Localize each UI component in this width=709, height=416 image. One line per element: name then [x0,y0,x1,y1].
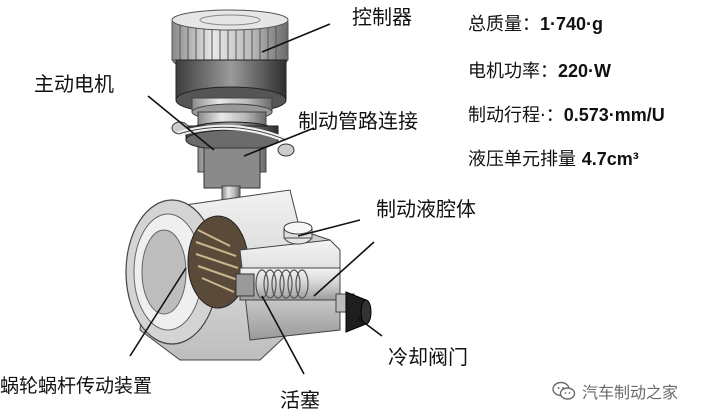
spec-value: 1·740·g [540,14,604,34]
motor-body [171,111,295,189]
watermark-text: 汽车制动之家 [582,383,679,402]
label-brake-chamber: 制动液腔体 [376,197,476,221]
cooling-valve [335,291,372,333]
spec-label: 制动行程·： [468,105,564,126]
spec-label: 电机功率： [468,61,558,82]
spec-value: 0.573·mm/U [563,105,665,125]
watermark: 汽车制动之家 [552,379,678,403]
spec-row-motor-power: 电机功率：220·W [468,62,611,81]
spec-value: 220·W [558,61,612,81]
spec-row-displacement: 液压单元排量 4.7cm³ [468,150,639,169]
label-cooling-valve: 冷却阀门 [388,345,468,369]
label-brake-pipe: 制动管路连接 [298,109,418,133]
spec-value: 4.7cm³ [581,149,639,169]
spec-row-mass: 总质量：1·740·g [468,15,603,34]
label-controller: 控制器 [352,5,412,29]
brake-pipe-bracket [177,124,287,143]
label-piston: 活塞 [280,388,320,412]
label-main-motor: 主动电机 [34,72,114,96]
spec-label: 液压单元排量 [468,149,582,170]
worm-gear [187,215,249,309]
leader-lines [129,23,383,375]
piston-assembly [235,267,341,301]
spec-label: 总质量： [468,14,540,35]
label-worm-gear: 蜗轮蜗杆传动装置 [0,375,153,397]
wechat-icon [552,381,576,400]
controller-housing [175,59,287,121]
spec-row-brake-stroke: 制动行程·：0.573·mm/U [468,106,665,125]
